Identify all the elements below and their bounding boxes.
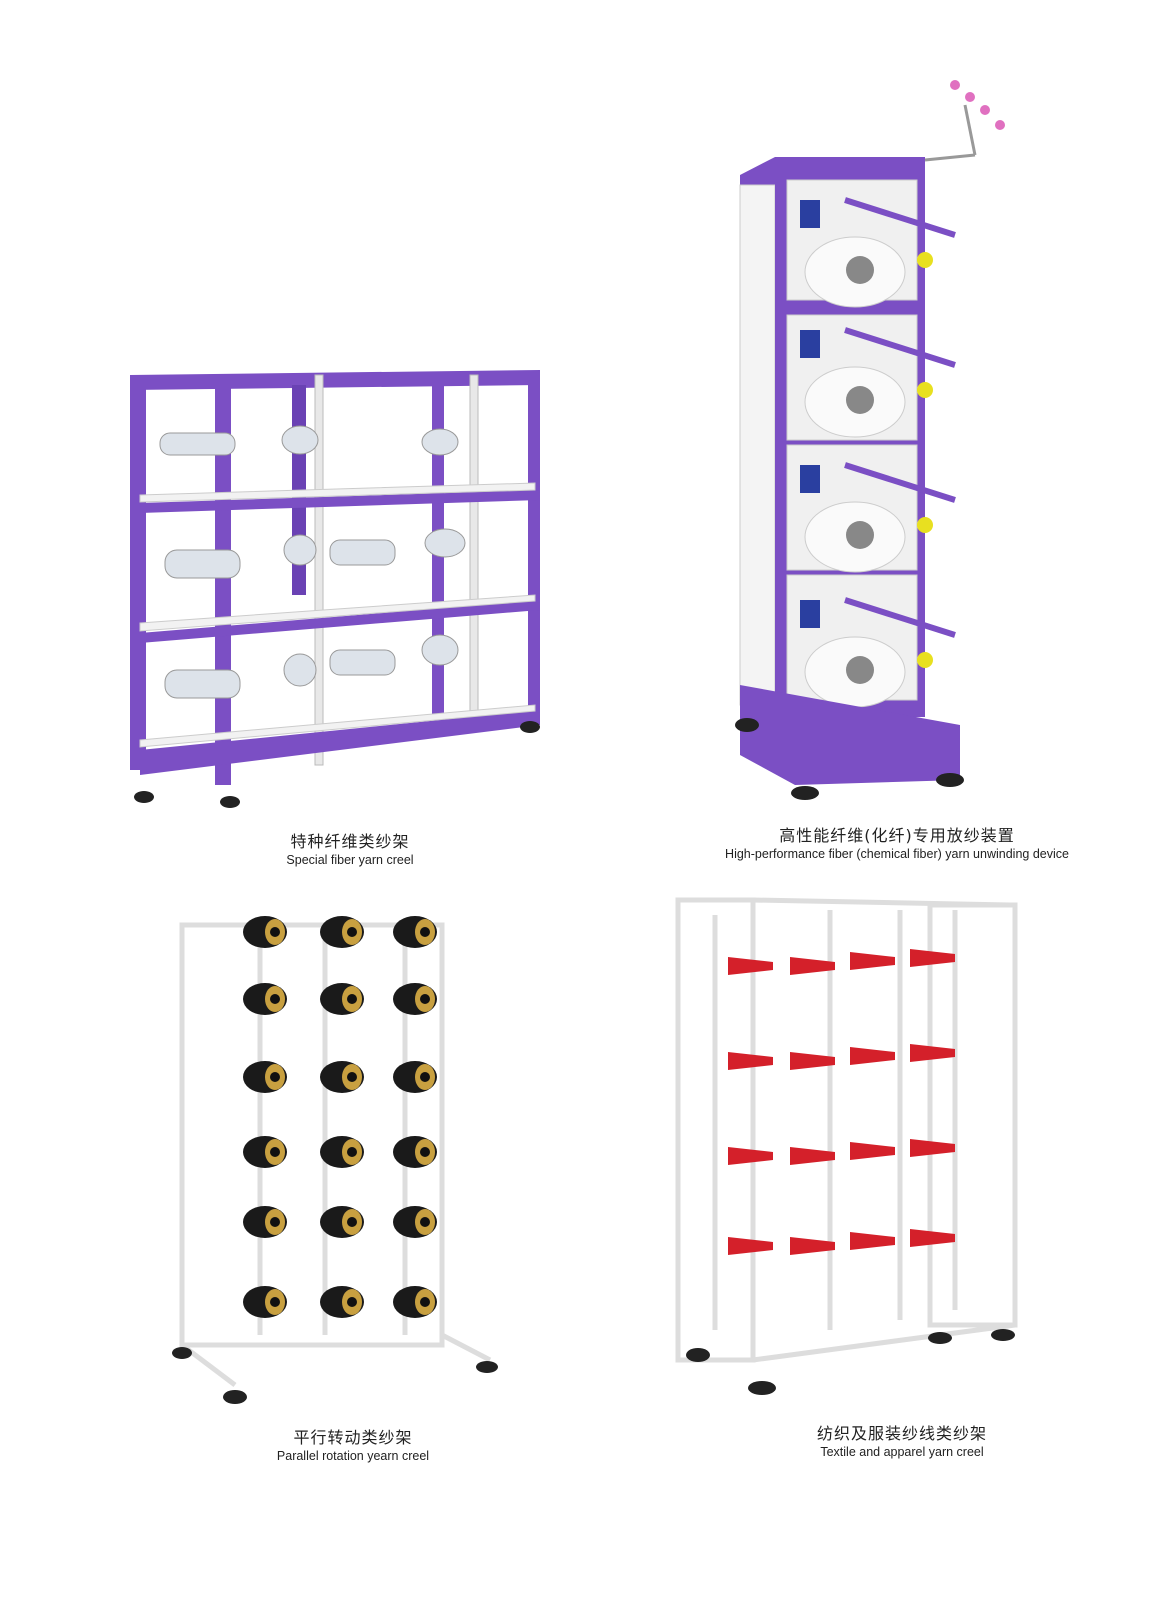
caption-title-en: Parallel rotation yearn creel (276, 1449, 430, 1463)
yellow-knob (917, 252, 933, 268)
red-yarn-cone (910, 949, 955, 967)
product-caption-high-performance: 高性能纤维(化纤)专用放纱装置 High-performance fiber (… (690, 826, 1104, 862)
red-yarn-cone (790, 1052, 835, 1070)
red-yarn-cone (790, 1147, 835, 1165)
high-performance-unwinding-device-image (735, 80, 1005, 800)
control-panel (800, 330, 820, 358)
caption-title-zh: 平行转动类纱架 (293, 1428, 413, 1447)
textile-apparel-creel-image (675, 897, 1018, 1395)
red-yarn-cone (910, 1139, 955, 1157)
red-yarn-cone (790, 957, 835, 975)
spool-hub (846, 656, 874, 684)
red-yarn-cone (790, 1237, 835, 1255)
yellow-knob (917, 382, 933, 398)
product-caption-textile-apparel: 纺织及服装纱线类纱架 Textile and apparel yarn cree… (752, 1424, 1052, 1460)
control-panel (800, 465, 820, 493)
red-yarn-cone (910, 1229, 955, 1247)
red-yarn-cone (850, 1142, 895, 1160)
red-yarn-cone (728, 1052, 773, 1070)
red-yarn-cone (728, 1147, 773, 1165)
caption-title-zh: 高性能纤维(化纤)专用放纱装置 (779, 826, 1015, 845)
spool-hub (846, 256, 874, 284)
parallel-rotation-creel-image (172, 916, 498, 1404)
guide-arm (844, 327, 956, 368)
caption-title-en: Special fiber yarn creel (286, 853, 414, 867)
red-yarn-cone (728, 957, 773, 975)
product-caption-parallel-rotation: 平行转动类纱架 Parallel rotation yearn creel (203, 1428, 503, 1464)
yellow-knob (917, 652, 933, 668)
caption-title-zh: 纺织及服装纱线类纱架 (816, 1424, 987, 1443)
control-panel (800, 200, 820, 228)
caption-title-zh: 特种纤维类纱架 (290, 832, 410, 851)
guide-arm (844, 462, 956, 503)
red-yarn-cone (910, 1044, 955, 1062)
red-yarn-cone (850, 952, 895, 970)
caption-title-en: High-performance fiber (chemical fiber) … (725, 847, 1069, 861)
red-yarn-cone (850, 1232, 895, 1250)
guide-arm (844, 197, 956, 238)
caption-title-en: Textile and apparel yarn creel (820, 1445, 984, 1459)
control-panel (800, 600, 820, 628)
special-fiber-yarn-creel-image (130, 370, 540, 808)
spool-hub (846, 386, 874, 414)
red-yarn-cone (728, 1237, 773, 1255)
product-caption-special-fiber: 特种纤维类纱架 Special fiber yarn creel (200, 832, 500, 868)
red-yarn-cone (850, 1047, 895, 1065)
spool-hub (846, 521, 874, 549)
guide-arm (844, 597, 956, 638)
yellow-knob (917, 517, 933, 533)
